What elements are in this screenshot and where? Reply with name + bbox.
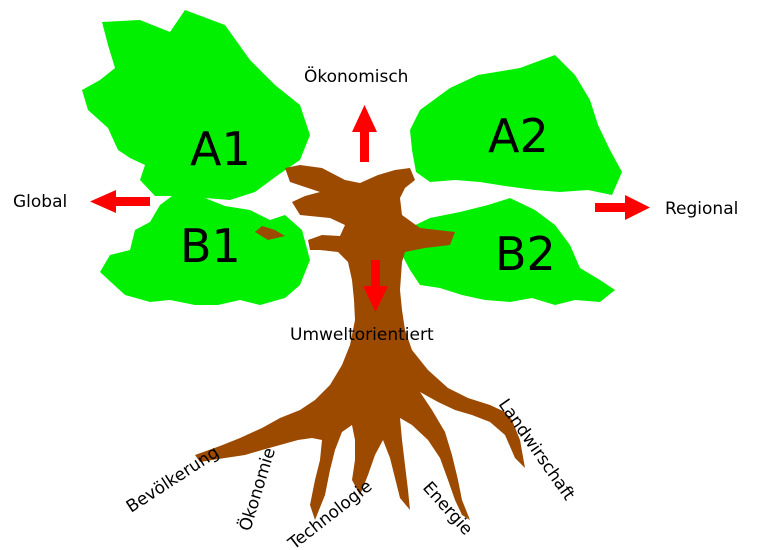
label-b2: B2 xyxy=(495,227,556,281)
label-a1: A1 xyxy=(190,122,251,176)
arrow-right xyxy=(595,195,650,220)
label-global: Global xyxy=(13,192,67,212)
label-umweltorientiert: Umweltorientiert xyxy=(290,325,434,345)
root-label-landwirschaft: Landwirschaft xyxy=(494,395,579,504)
label-regional: Regional xyxy=(665,199,738,219)
arrow-up xyxy=(352,105,377,162)
root-label-energie: Energie xyxy=(418,478,476,539)
arrow-left xyxy=(90,190,150,213)
root-label-oekonomie: Ökonomie xyxy=(234,445,280,534)
label-oekonomisch: Ökonomisch xyxy=(304,65,408,87)
root-label-technologie: Technologie xyxy=(284,476,376,550)
root-label-bevoelkerung: Bevölkerung xyxy=(123,443,223,518)
label-a2: A2 xyxy=(488,109,549,163)
label-b1: B1 xyxy=(180,219,241,273)
